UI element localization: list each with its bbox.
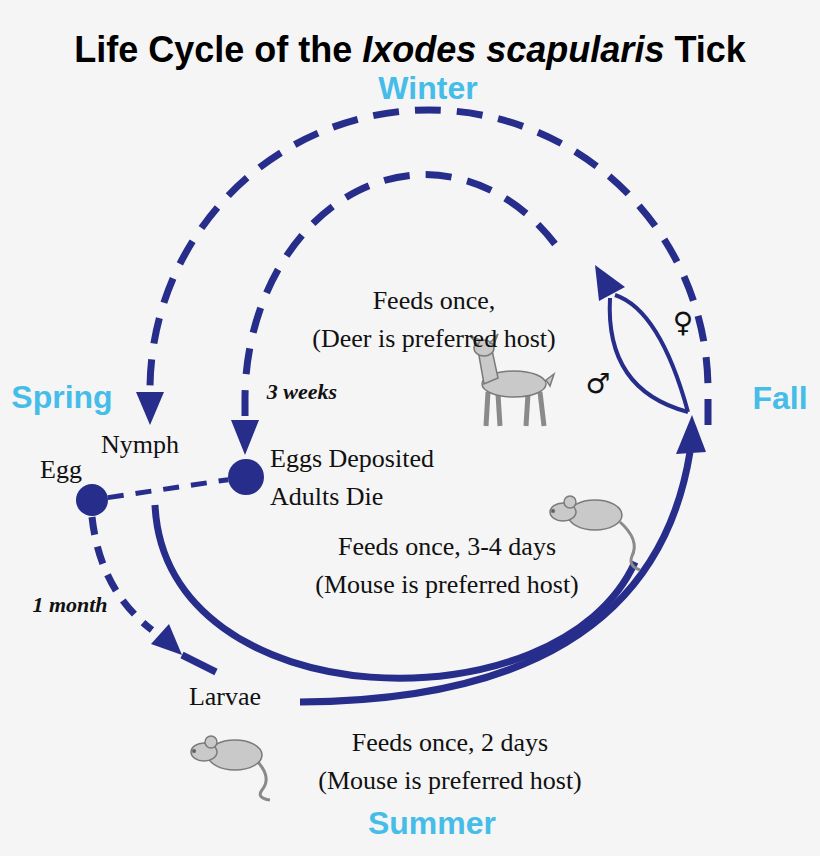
life-stage-dot: Eggs Deposited Adults Die [228,459,264,495]
arrowhead [136,392,164,425]
stage-caption: Egg [40,451,82,489]
stage-dot [228,459,264,495]
nymph-to-adult-arc [155,505,635,678]
sex-symbol: ♂ [585,367,610,400]
dashed-connector [108,480,228,498]
winter-outer-dashed-arc [150,110,708,425]
arrowhead [595,265,625,301]
dot-shape [228,459,264,495]
season-label: Summer [368,805,496,842]
life-stage-dot: Egg [76,484,108,516]
season-label: Winter [378,70,477,107]
stage-caption: Eggs Deposited Adults Die [270,440,434,515]
mouse-illustration [191,736,270,800]
arrowhead [231,420,259,455]
duration-label: 1 month [30,592,109,618]
stage-label: Larvae [189,678,261,716]
feeding-note: Feeds once, 3-4 days (Mouse is preferred… [315,528,579,603]
feeding-note: Feeds once, (Deer is preferred host) [312,282,555,357]
winter-inner-dashed-arc [245,175,555,420]
dot-shape [76,484,108,516]
arrowhead [676,415,706,454]
stage-label: Nymph [101,426,179,464]
duration-label: 3 weeks [265,379,339,405]
season-label: Spring [11,379,112,416]
stage-dot [76,484,108,516]
sex-symbol: ♀ [673,306,694,339]
diagram-title: Life Cycle of the Ixodes scapularis Tick [74,29,746,71]
larvae-stub [182,655,216,672]
mouse-illustration [550,496,640,570]
arrowhead [151,624,182,655]
season-label: Fall [752,380,807,417]
feeding-note: Feeds once, 2 days (Mouse is preferred h… [318,724,582,799]
